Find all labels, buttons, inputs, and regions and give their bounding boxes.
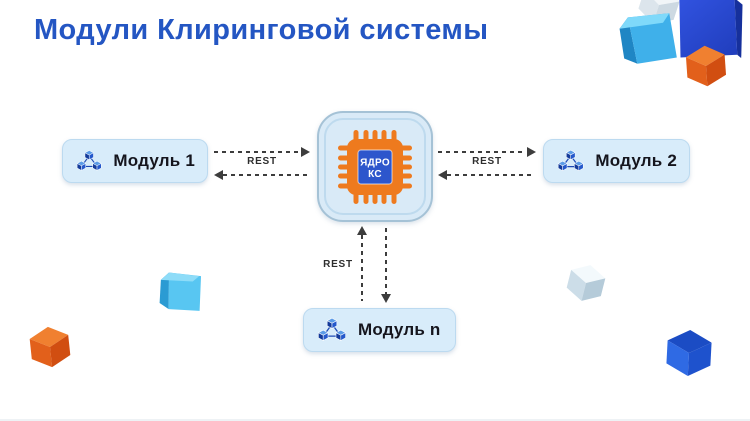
core-label-line2: КС [368, 169, 382, 180]
rest-label-right: REST [472, 156, 502, 167]
arrowhead-up-icon [357, 226, 367, 235]
arrow-modulen-to-core [361, 235, 363, 301]
decor-cube-royalblue [666, 330, 712, 376]
rest-label-bottom: REST [323, 259, 353, 270]
modules-cubes-icon [557, 149, 584, 171]
decor-cube-orange-small [685, 45, 727, 87]
module-2-label: Модуль 2 [595, 151, 677, 170]
module-1-box: Модуль 1 [62, 139, 208, 183]
arrowhead-left-icon [214, 170, 223, 180]
decor-cube-orange [29, 326, 71, 368]
module-2-box: Модуль 2 [543, 139, 690, 183]
arrow-core-to-module2 [438, 151, 526, 153]
arrowhead-right-icon [527, 147, 536, 157]
bottom-edge-line [0, 419, 750, 421]
module-n-box: Модуль n [303, 308, 456, 352]
arrowhead-right-icon [301, 147, 310, 157]
rest-label-left: REST [247, 156, 277, 167]
decor-cube-pale [566, 265, 606, 301]
modules-cubes-icon [76, 149, 102, 171]
module-1-label: Модуль 1 [113, 151, 195, 170]
arrowhead-down-icon [381, 294, 391, 303]
cpu-chip-icon: ЯДРО КС [338, 129, 412, 204]
arrow-module2-to-core [447, 174, 535, 176]
decor-cube-cluster [619, 0, 750, 118]
arrowhead-left-icon [438, 170, 447, 180]
module-n-label: Модуль n [358, 320, 441, 339]
decor-cube-darkblue [679, 0, 743, 59]
arrow-core-to-module1 [223, 174, 311, 176]
modules-cubes-icon [317, 317, 347, 341]
decor-cube-lightblue [619, 13, 677, 64]
page-title: Модули Клиринговой системы [34, 14, 489, 46]
decor-cube-skyblue [159, 272, 202, 311]
core-box: ЯДРО КС [317, 111, 433, 222]
arrow-module1-to-core [214, 151, 302, 153]
arrow-core-to-modulen [385, 228, 387, 294]
core-label-line1: ЯДРО [360, 157, 390, 168]
